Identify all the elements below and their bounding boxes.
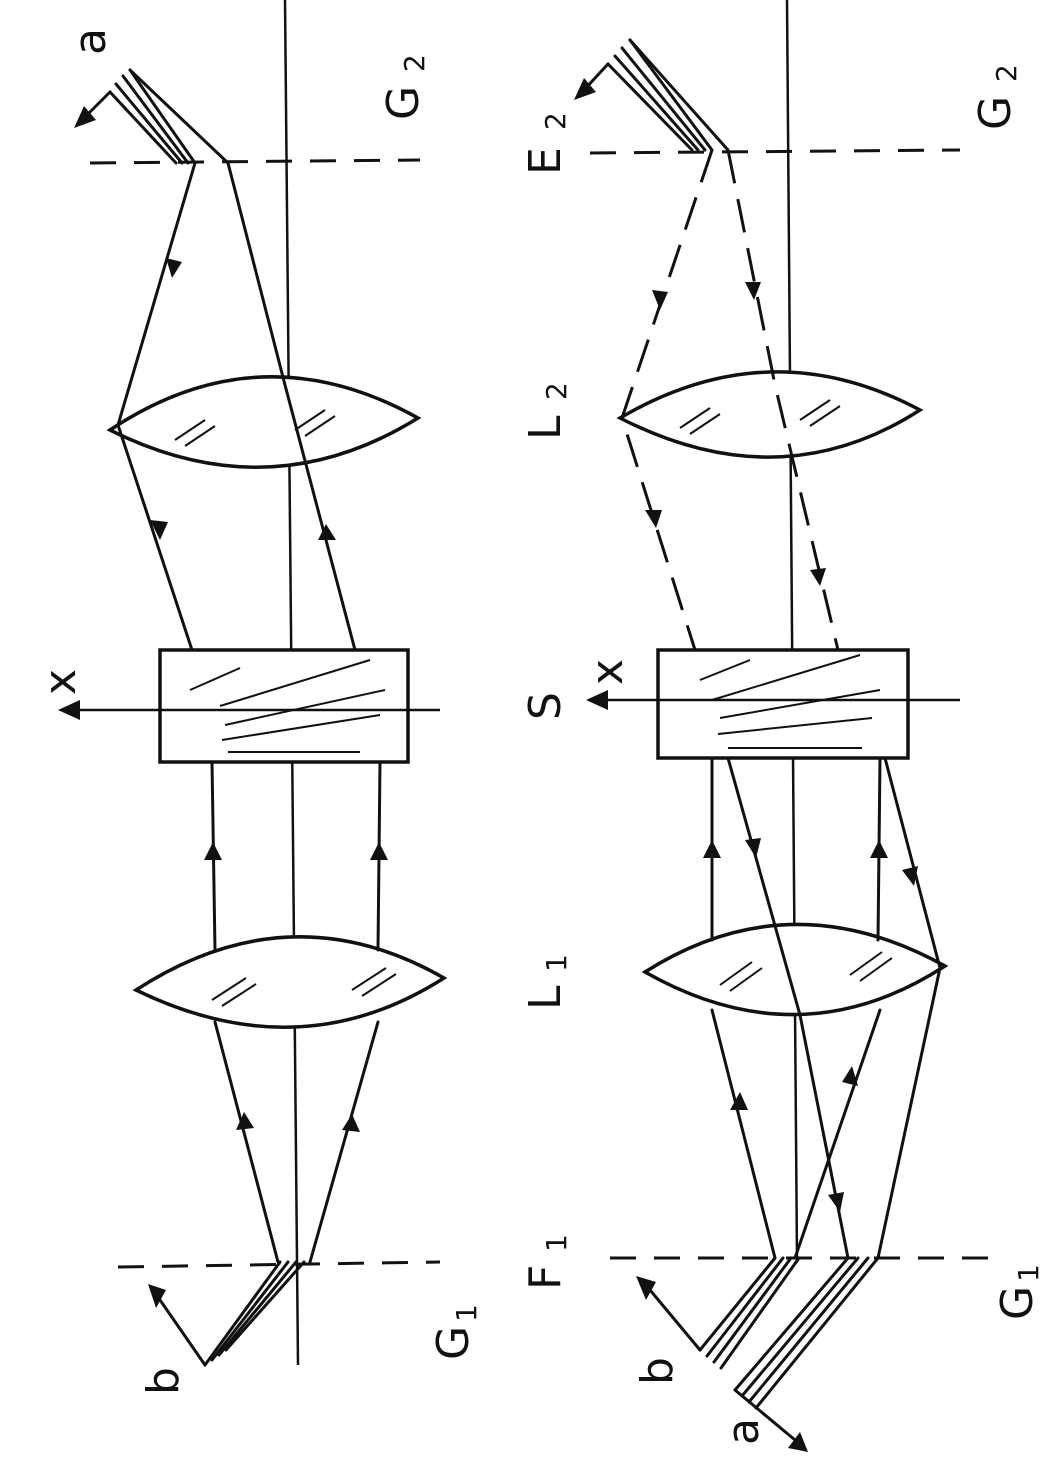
bot-ray-arrows (645, 282, 918, 1212)
bot-label-E2-sub: 2 (539, 112, 572, 130)
top-diagram: a G 2 x b G 1 (35, 0, 483, 1395)
bot-crystal (656, 648, 910, 760)
top-label-G1-sub: 1 (450, 1304, 483, 1322)
bot-lens-L2 (616, 370, 924, 459)
bot-label-b: b (632, 1357, 683, 1385)
bot-label-G2-sub: 2 (990, 64, 1023, 82)
top-label-x: x (35, 669, 86, 695)
top-crystal (158, 648, 410, 764)
bot-label-L2: L (520, 415, 571, 440)
bot-grating-b (636, 1256, 801, 1370)
bot-label-F1-sub: 1 (540, 1234, 573, 1252)
top-lens-L2 (106, 375, 422, 469)
bot-label-E2: E (520, 147, 571, 175)
bot-lens-L1-hatch (719, 951, 893, 992)
bot-label-S: S (520, 692, 571, 720)
bot-dashed-rays (620, 149, 840, 651)
bot-label-L1: L (520, 985, 571, 1010)
bot-label-x: x (582, 659, 633, 685)
bot-optical-axis (785, 0, 799, 1261)
top-label-G2: G (378, 86, 429, 120)
top-x-arrowhead (58, 700, 80, 720)
top-grating-b (148, 1260, 306, 1367)
top-lens-L1 (132, 935, 448, 1029)
top-lens-L2-hatch (174, 409, 336, 447)
top-grating-a (74, 68, 230, 165)
top-label-G2-sub: 2 (398, 54, 431, 72)
top-ray-arrows (150, 258, 388, 1132)
bot-grating-top (574, 38, 730, 152)
bot-label-G2: G (970, 96, 1021, 130)
bottom-diagram: E 2 G 2 L 2 S x L 1 F 1 G 1 b a (520, 0, 1045, 1452)
bot-label-L1-sub: 1 (540, 954, 573, 972)
bot-label-G1-sub: 1 (1012, 1264, 1045, 1282)
bot-label-F1: F (520, 1265, 571, 1290)
top-label-b: b (138, 1367, 189, 1395)
bot-plane-E2 (589, 148, 961, 155)
bot-lens-L1 (641, 922, 949, 1017)
top-plane-G1 (117, 1260, 441, 1269)
bot-lens-L2-hatch (679, 399, 841, 435)
bot-crystal-hatch (699, 654, 881, 749)
bot-x-arrowhead (586, 690, 608, 710)
top-lens-L1-hatch (211, 967, 397, 1007)
bot-grating-a (733, 1256, 880, 1452)
bot-label-a: a (718, 1418, 769, 1445)
top-plane-G2 (89, 158, 421, 165)
top-label-a: a (65, 28, 116, 55)
top-label-G1: G (428, 1326, 479, 1360)
bot-label-L2-sub: 2 (540, 382, 573, 400)
top-crystal-hatch (189, 659, 386, 753)
bot-label-G1: G (992, 1286, 1043, 1320)
